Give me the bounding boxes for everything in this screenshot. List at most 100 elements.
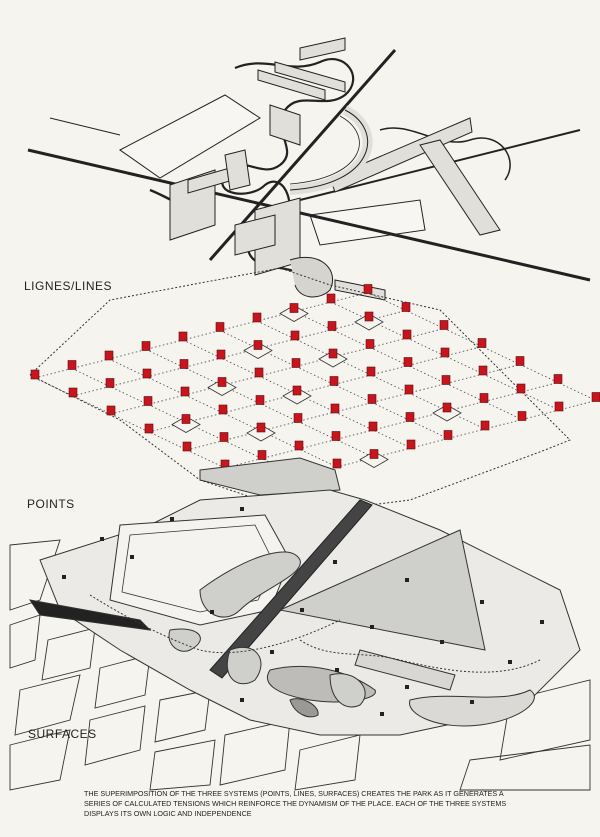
folie-point xyxy=(252,312,262,323)
folie-point xyxy=(67,360,77,370)
points-grid-line xyxy=(186,364,521,451)
folie-point xyxy=(217,377,227,387)
folie-point xyxy=(327,321,337,331)
folie-point xyxy=(477,338,487,348)
surface-triangle xyxy=(278,529,486,651)
folie-square-outline xyxy=(354,313,384,331)
folie-point xyxy=(366,366,376,377)
folie-point xyxy=(554,401,564,412)
surfaces-layer-label: SURFACES xyxy=(28,727,97,741)
folie-point xyxy=(402,329,412,340)
folie-point xyxy=(365,339,375,349)
folie-point xyxy=(254,367,264,378)
folie-point xyxy=(105,378,115,388)
points-grid-line xyxy=(34,292,369,379)
points-grid-line xyxy=(72,310,407,397)
points-grid-line xyxy=(110,328,445,415)
folie-point xyxy=(179,359,189,369)
folie-point xyxy=(330,403,340,414)
points-layer xyxy=(29,267,600,511)
folie-point xyxy=(516,383,526,394)
surface-blob-1 xyxy=(199,551,301,618)
folie-point xyxy=(329,376,339,386)
folie-point xyxy=(364,311,374,322)
folie-point xyxy=(406,439,416,450)
folie-point xyxy=(104,350,114,361)
folie-point xyxy=(591,392,600,402)
folie-point xyxy=(517,411,527,421)
folie-point xyxy=(515,356,525,366)
folie-point xyxy=(401,302,411,312)
folie-point xyxy=(443,430,453,440)
folie-point xyxy=(216,349,226,360)
folie-point xyxy=(328,348,338,359)
lines-layer xyxy=(27,37,591,301)
surfaces-layer xyxy=(9,489,591,791)
folie-point xyxy=(30,369,40,380)
folie-point xyxy=(289,303,299,313)
folie-point xyxy=(369,449,379,459)
folie-point xyxy=(68,387,78,398)
folie-point xyxy=(368,421,378,432)
folie-point xyxy=(405,412,415,422)
folie-point xyxy=(363,284,373,294)
points-fragment-1 xyxy=(199,457,341,496)
lines-axis-ew xyxy=(27,148,591,282)
folie-square-outline xyxy=(171,416,201,433)
folie-point xyxy=(290,330,300,341)
gallery-diag-bar xyxy=(329,117,473,193)
folie-point xyxy=(181,414,191,424)
folie-point xyxy=(142,368,152,379)
folie-point xyxy=(439,320,449,330)
folie-point xyxy=(440,347,450,358)
folie-point xyxy=(215,322,225,332)
folie-square-outline xyxy=(432,404,462,422)
lines-layer-label: LIGNES/LINES xyxy=(24,279,113,293)
surface-canal xyxy=(209,499,373,679)
folie-point xyxy=(180,386,190,397)
folie-point xyxy=(326,293,336,304)
folie-point xyxy=(106,405,116,416)
folie-point xyxy=(253,340,263,350)
city-street-grid xyxy=(9,539,591,791)
folie-point xyxy=(404,384,414,395)
folie-square-outline xyxy=(359,451,389,468)
folie-point xyxy=(257,450,267,460)
folie-square-outline xyxy=(282,387,312,405)
folie-point xyxy=(141,341,151,351)
folie-point xyxy=(218,404,228,415)
folie-point xyxy=(367,394,377,404)
folie-point xyxy=(553,374,563,384)
folie-point xyxy=(219,432,229,442)
points-layer-label: POINTS xyxy=(27,497,75,511)
folie-point xyxy=(480,420,490,431)
folie-point xyxy=(293,413,303,423)
folie-point xyxy=(441,375,451,385)
folie-point xyxy=(144,423,154,434)
folie-point xyxy=(292,385,302,396)
folie-point xyxy=(255,395,265,405)
folie-square-outline xyxy=(243,342,273,359)
folie-square-outline xyxy=(279,305,309,322)
caption: THE SUPERIMPOSITION OF THE THREE SYSTEMS… xyxy=(84,789,507,818)
folie-point xyxy=(331,431,341,441)
folie-point xyxy=(178,331,188,342)
folie-point xyxy=(478,365,488,376)
lines-plot-left xyxy=(119,94,261,179)
folie-square-outline xyxy=(318,350,348,368)
folie-point xyxy=(442,402,452,413)
folie-point xyxy=(182,441,192,452)
folie-square-outline xyxy=(207,379,237,396)
points-grid xyxy=(30,284,600,488)
gallery-block-1 xyxy=(257,69,326,101)
folie-square-outline xyxy=(246,424,276,442)
points-grid-line xyxy=(148,346,483,433)
folie-point xyxy=(256,422,266,433)
folie-point xyxy=(291,358,301,368)
folie-point xyxy=(403,357,413,367)
folie-point xyxy=(294,440,304,451)
points-grid-line xyxy=(224,382,559,469)
folie-point xyxy=(479,393,489,403)
folie-point xyxy=(143,396,153,406)
